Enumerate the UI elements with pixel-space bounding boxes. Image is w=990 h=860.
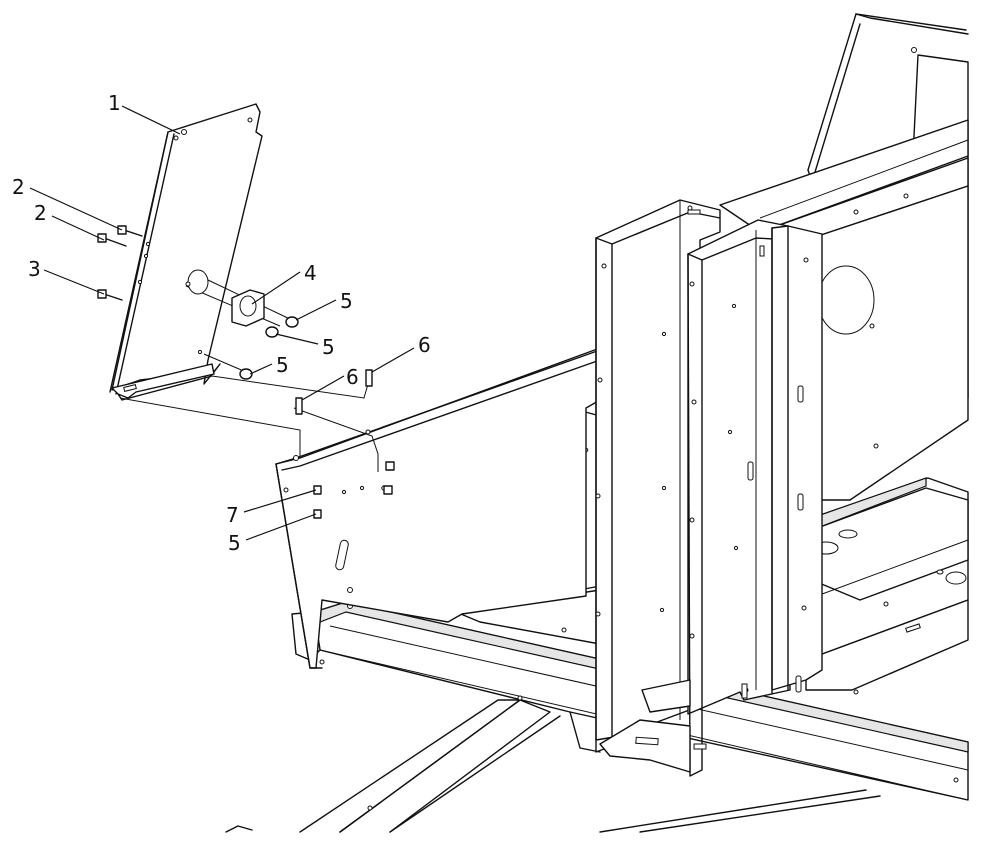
callout-label: 5 xyxy=(340,289,353,313)
nut-5d xyxy=(313,509,322,519)
callout-3: 3 xyxy=(28,257,105,295)
callout-label: 5 xyxy=(228,531,241,555)
bolt-2a xyxy=(117,225,143,237)
callout-label: 3 xyxy=(28,257,41,281)
callout-label: 2 xyxy=(12,175,25,199)
left-side-panel xyxy=(275,347,601,669)
rear-upright xyxy=(771,225,823,695)
screw-6b xyxy=(295,397,303,415)
middle-upright xyxy=(687,219,791,777)
callout-label: 4 xyxy=(304,261,317,285)
callout-5d: 5 xyxy=(228,513,317,555)
callout-label: 5 xyxy=(276,353,289,377)
callout-label: 1 xyxy=(108,91,121,115)
callout-2b: 2 xyxy=(34,201,105,241)
callout-label: 6 xyxy=(418,333,431,357)
callout-6b: 6 xyxy=(301,365,359,401)
upper-beams xyxy=(719,119,969,255)
callout-label: 7 xyxy=(226,503,239,527)
callouts: 1 2 2 3 4 5 5 5 xyxy=(12,91,431,555)
callout-label: 2 xyxy=(34,201,47,225)
callout-label: 5 xyxy=(322,335,335,359)
callout-5b: 5 xyxy=(275,333,335,359)
bolt-2b xyxy=(97,233,127,247)
nut-5a xyxy=(285,316,299,328)
callout-label: 6 xyxy=(346,365,359,389)
part-4-plate xyxy=(185,269,265,327)
bolt-3 xyxy=(97,289,123,301)
callout-2a: 2 xyxy=(12,175,123,231)
callout-5a: 5 xyxy=(295,289,353,321)
callout-6a: 6 xyxy=(371,333,431,373)
screw-6a xyxy=(365,369,373,387)
callout-7: 7 xyxy=(226,489,317,527)
lower-frame-rails xyxy=(225,699,881,833)
cover-panel xyxy=(109,103,263,401)
floor-tray xyxy=(805,477,969,695)
nut-5b xyxy=(265,326,279,338)
foot-bracket xyxy=(569,679,707,773)
callout-5c: 5 xyxy=(249,353,289,377)
nut-5c xyxy=(239,368,253,380)
callout-4: 4 xyxy=(251,261,317,305)
callout-1: 1 xyxy=(108,91,181,135)
rear-panel xyxy=(811,185,969,501)
